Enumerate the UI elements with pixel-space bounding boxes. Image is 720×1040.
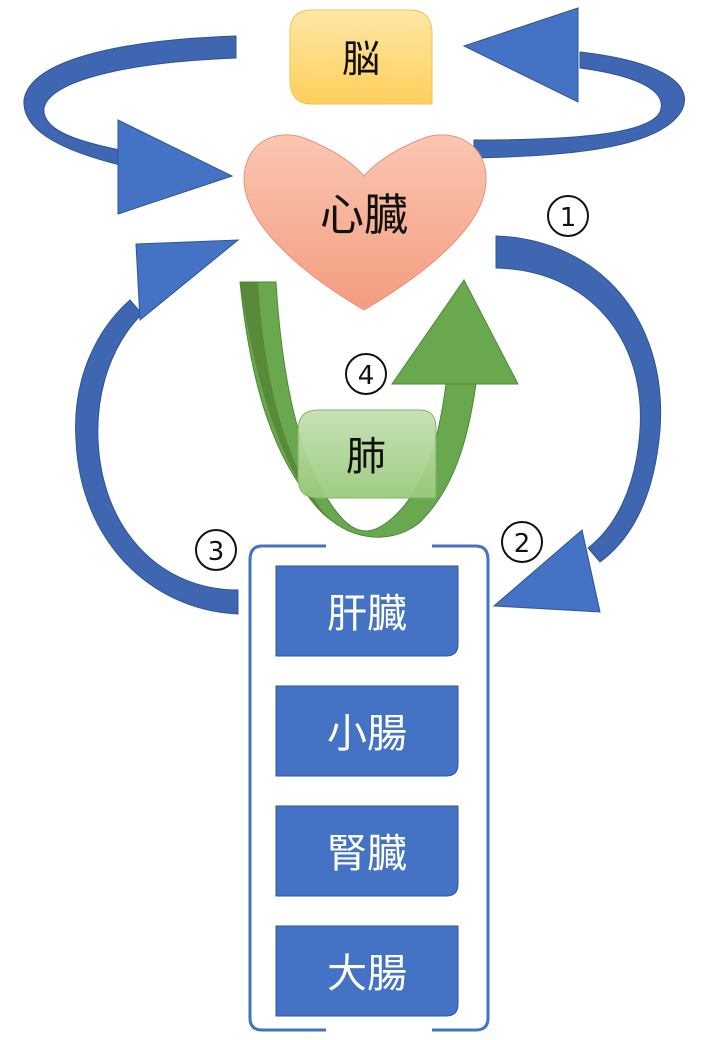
brain-label: 脳 xyxy=(342,37,380,81)
svg-text:肝臓: 肝臓 xyxy=(327,591,407,637)
liver-box: 肝臓 xyxy=(275,565,459,657)
step1-arrowhead xyxy=(492,529,601,613)
step-4-marker: ④ 4 xyxy=(345,353,387,395)
step4-ribbon-shade xyxy=(240,282,330,520)
step-2-marker: ② 2 xyxy=(501,521,543,563)
svg-text:2: 2 xyxy=(514,529,531,559)
step1-ribbon xyxy=(495,235,662,563)
svg-text:1: 1 xyxy=(560,203,577,233)
svg-text:小腸: 小腸 xyxy=(327,711,407,757)
organ-group-bracket-left xyxy=(248,544,326,1032)
step-3-marker: ③ 3 xyxy=(195,529,237,571)
brain-loop-right-ribbon xyxy=(473,51,685,159)
step3-arrowhead xyxy=(135,239,240,322)
lung-box xyxy=(297,409,437,499)
lung-label: 肺 xyxy=(346,434,386,480)
heart-label: 心臓 xyxy=(320,190,408,241)
svg-text:大腸: 大腸 xyxy=(327,951,407,997)
svg-text:腎臓: 腎臓 xyxy=(327,831,407,877)
step4-arrowhead xyxy=(391,279,519,385)
brain-box xyxy=(289,9,433,105)
heart-shape xyxy=(243,134,487,311)
brain-loop-right-arrowhead xyxy=(462,7,579,103)
brain-loop-left-arrowhead xyxy=(117,119,234,215)
svg-text:4: 4 xyxy=(358,361,375,391)
small-intestine-box: 小腸 xyxy=(275,685,459,777)
kidney-box: 腎臓 xyxy=(275,805,459,897)
svg-text:3: 3 xyxy=(208,537,225,567)
step-1-marker: ① 1 xyxy=(547,195,589,237)
step3-ribbon xyxy=(75,299,239,615)
large-intestine-box: 大腸 xyxy=(275,925,459,1017)
organ-group-bracket-right xyxy=(432,544,490,1032)
